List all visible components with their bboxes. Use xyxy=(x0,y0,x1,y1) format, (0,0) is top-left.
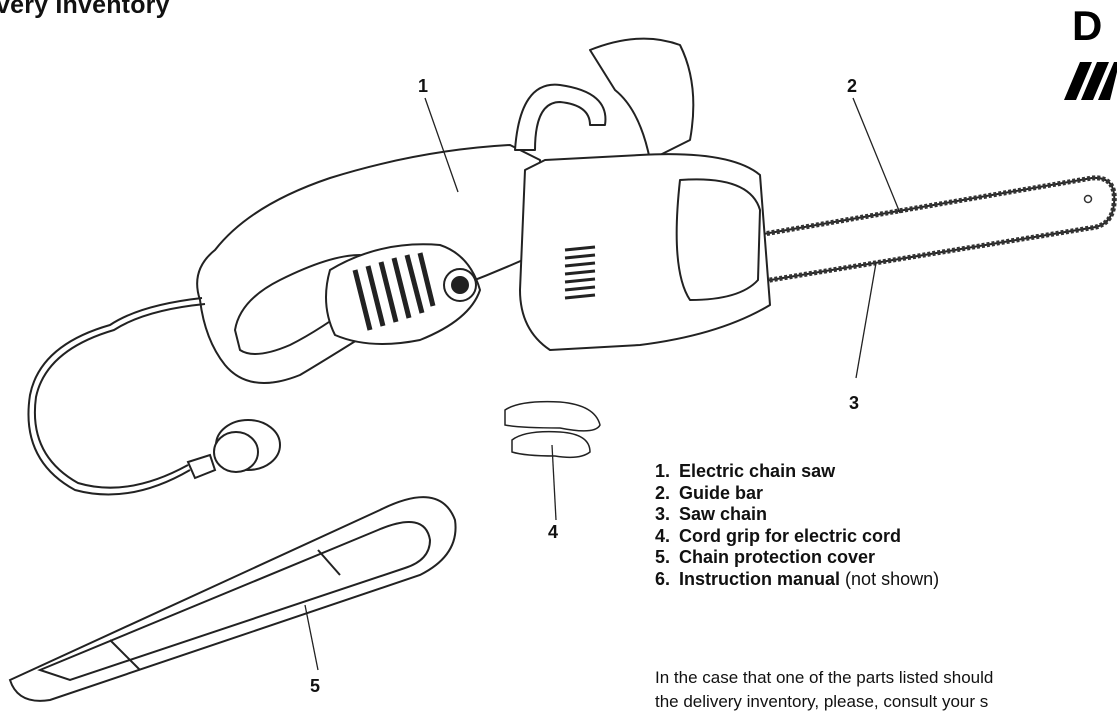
cord-grip-icon xyxy=(504,400,601,459)
list-item: 5. Chain protection cover xyxy=(655,547,876,567)
callout-4: 4 xyxy=(548,522,559,542)
callout-3: 3 xyxy=(849,393,860,413)
guide-bar-icon xyxy=(750,175,1117,285)
electric-cord-icon xyxy=(27,297,281,496)
page-title: very Inventory xyxy=(0,0,170,19)
electric-chain-saw-icon xyxy=(196,37,771,384)
parts-list: 1. Electric chain saw 2. Guide bar 3. Sa… xyxy=(655,461,939,590)
footer-line-2: the delivery inventory, please, consult … xyxy=(655,692,989,711)
callout-5: 5 xyxy=(310,676,321,696)
list-item: 2. Guide bar xyxy=(655,482,764,503)
list-item: 1. Electric chain saw xyxy=(655,461,836,481)
stripes-logo-icon xyxy=(1064,62,1117,100)
list-item: 6. Instruction manual (not shown) xyxy=(655,568,940,589)
list-item: 3. Saw chain xyxy=(655,504,768,524)
footer-line-1: In the case that one of the parts listed… xyxy=(655,668,994,687)
list-item: 4. Cord grip for electric cord xyxy=(655,525,902,546)
callout-1: 1 xyxy=(418,76,429,96)
brand-logo-text: D xyxy=(1072,2,1102,49)
footer-note: In the case that one of the parts listed… xyxy=(655,666,1117,714)
callout-2: 2 xyxy=(847,76,858,96)
leader-lines xyxy=(304,97,901,671)
chain-protection-cover-icon xyxy=(8,496,457,702)
